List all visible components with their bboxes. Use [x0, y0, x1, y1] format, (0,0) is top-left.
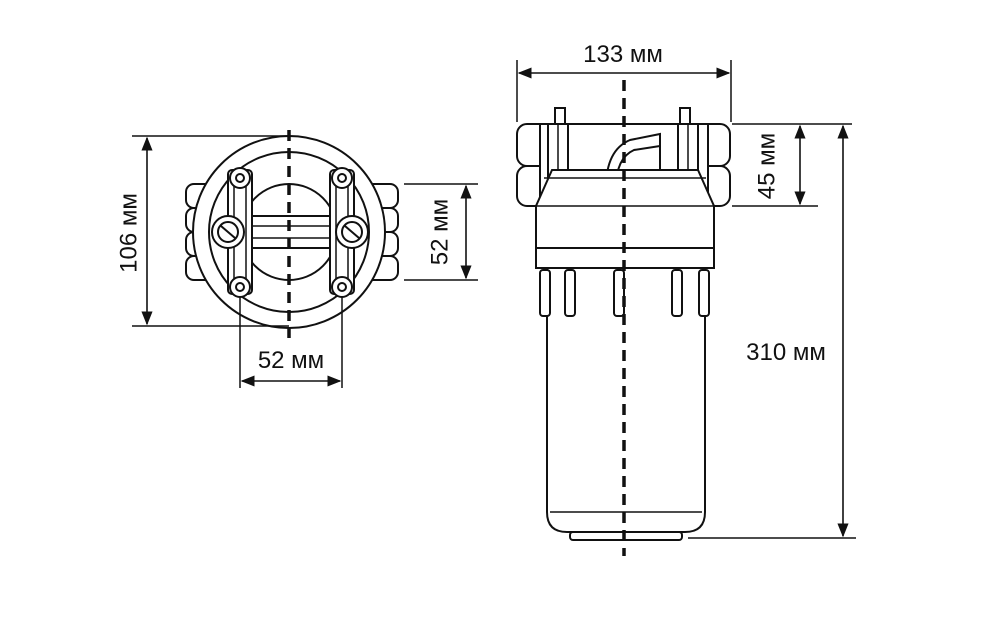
- front-screw-right: [335, 215, 369, 249]
- front-height-label: 106 мм: [115, 193, 142, 273]
- front-port-dimension: 52 мм: [404, 183, 478, 281]
- side-width-label: 133 мм: [583, 41, 663, 68]
- front-height-dimension: 106 мм: [115, 135, 289, 327]
- front-view: 106 мм 52 мм 52 мм: [115, 130, 478, 388]
- front-port-label: 52 мм: [426, 199, 453, 265]
- front-screw-left: [211, 215, 245, 249]
- side-bowl: [546, 267, 706, 533]
- side-head-label: 45 мм: [753, 133, 780, 199]
- side-total-label: 310 мм: [746, 339, 826, 366]
- side-head-dimension: 45 мм: [732, 123, 852, 207]
- side-bowl-ribs: [539, 269, 710, 317]
- front-bolts: [229, 167, 353, 298]
- side-total-dimension: 310 мм: [688, 124, 856, 539]
- front-bottom-dimension: 52 мм: [239, 296, 343, 388]
- side-view: 133 мм 45 мм 310 мм: [516, 41, 856, 556]
- front-bottom-label: 52 мм: [258, 347, 324, 374]
- side-width-dimension: 133 мм: [516, 41, 732, 122]
